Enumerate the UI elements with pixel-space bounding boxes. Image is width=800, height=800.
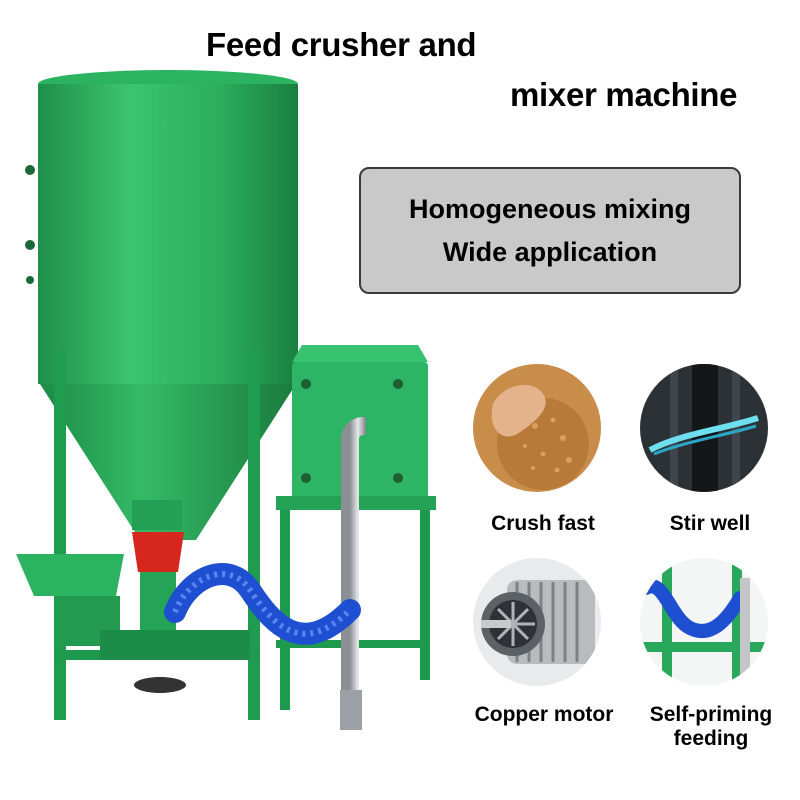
title-line-2: mixer machine bbox=[510, 76, 738, 113]
caption-crush-fast: Crush fast bbox=[491, 512, 595, 535]
thumbnail-self-priming-feeding bbox=[640, 558, 768, 686]
title-line-1: Feed crusher and bbox=[206, 26, 477, 63]
thumbnail-stir-well bbox=[640, 364, 768, 492]
thumbnail-crush-fast bbox=[473, 364, 601, 492]
thumbnail-copper-motor bbox=[473, 558, 601, 686]
feature-box: Homogeneous mixing Wide application bbox=[359, 167, 741, 294]
caption-copper-motor: Copper motor bbox=[474, 703, 614, 726]
feature-homogeneous-mixing: Homogeneous mixing bbox=[408, 193, 692, 224]
caption-self-priming-feeding: Self-priming feeding bbox=[649, 703, 773, 750]
caption-stir-well: Stir well bbox=[669, 512, 751, 535]
feature-wide-application: Wide application bbox=[442, 236, 658, 267]
machine-illustration bbox=[16, 70, 436, 730]
